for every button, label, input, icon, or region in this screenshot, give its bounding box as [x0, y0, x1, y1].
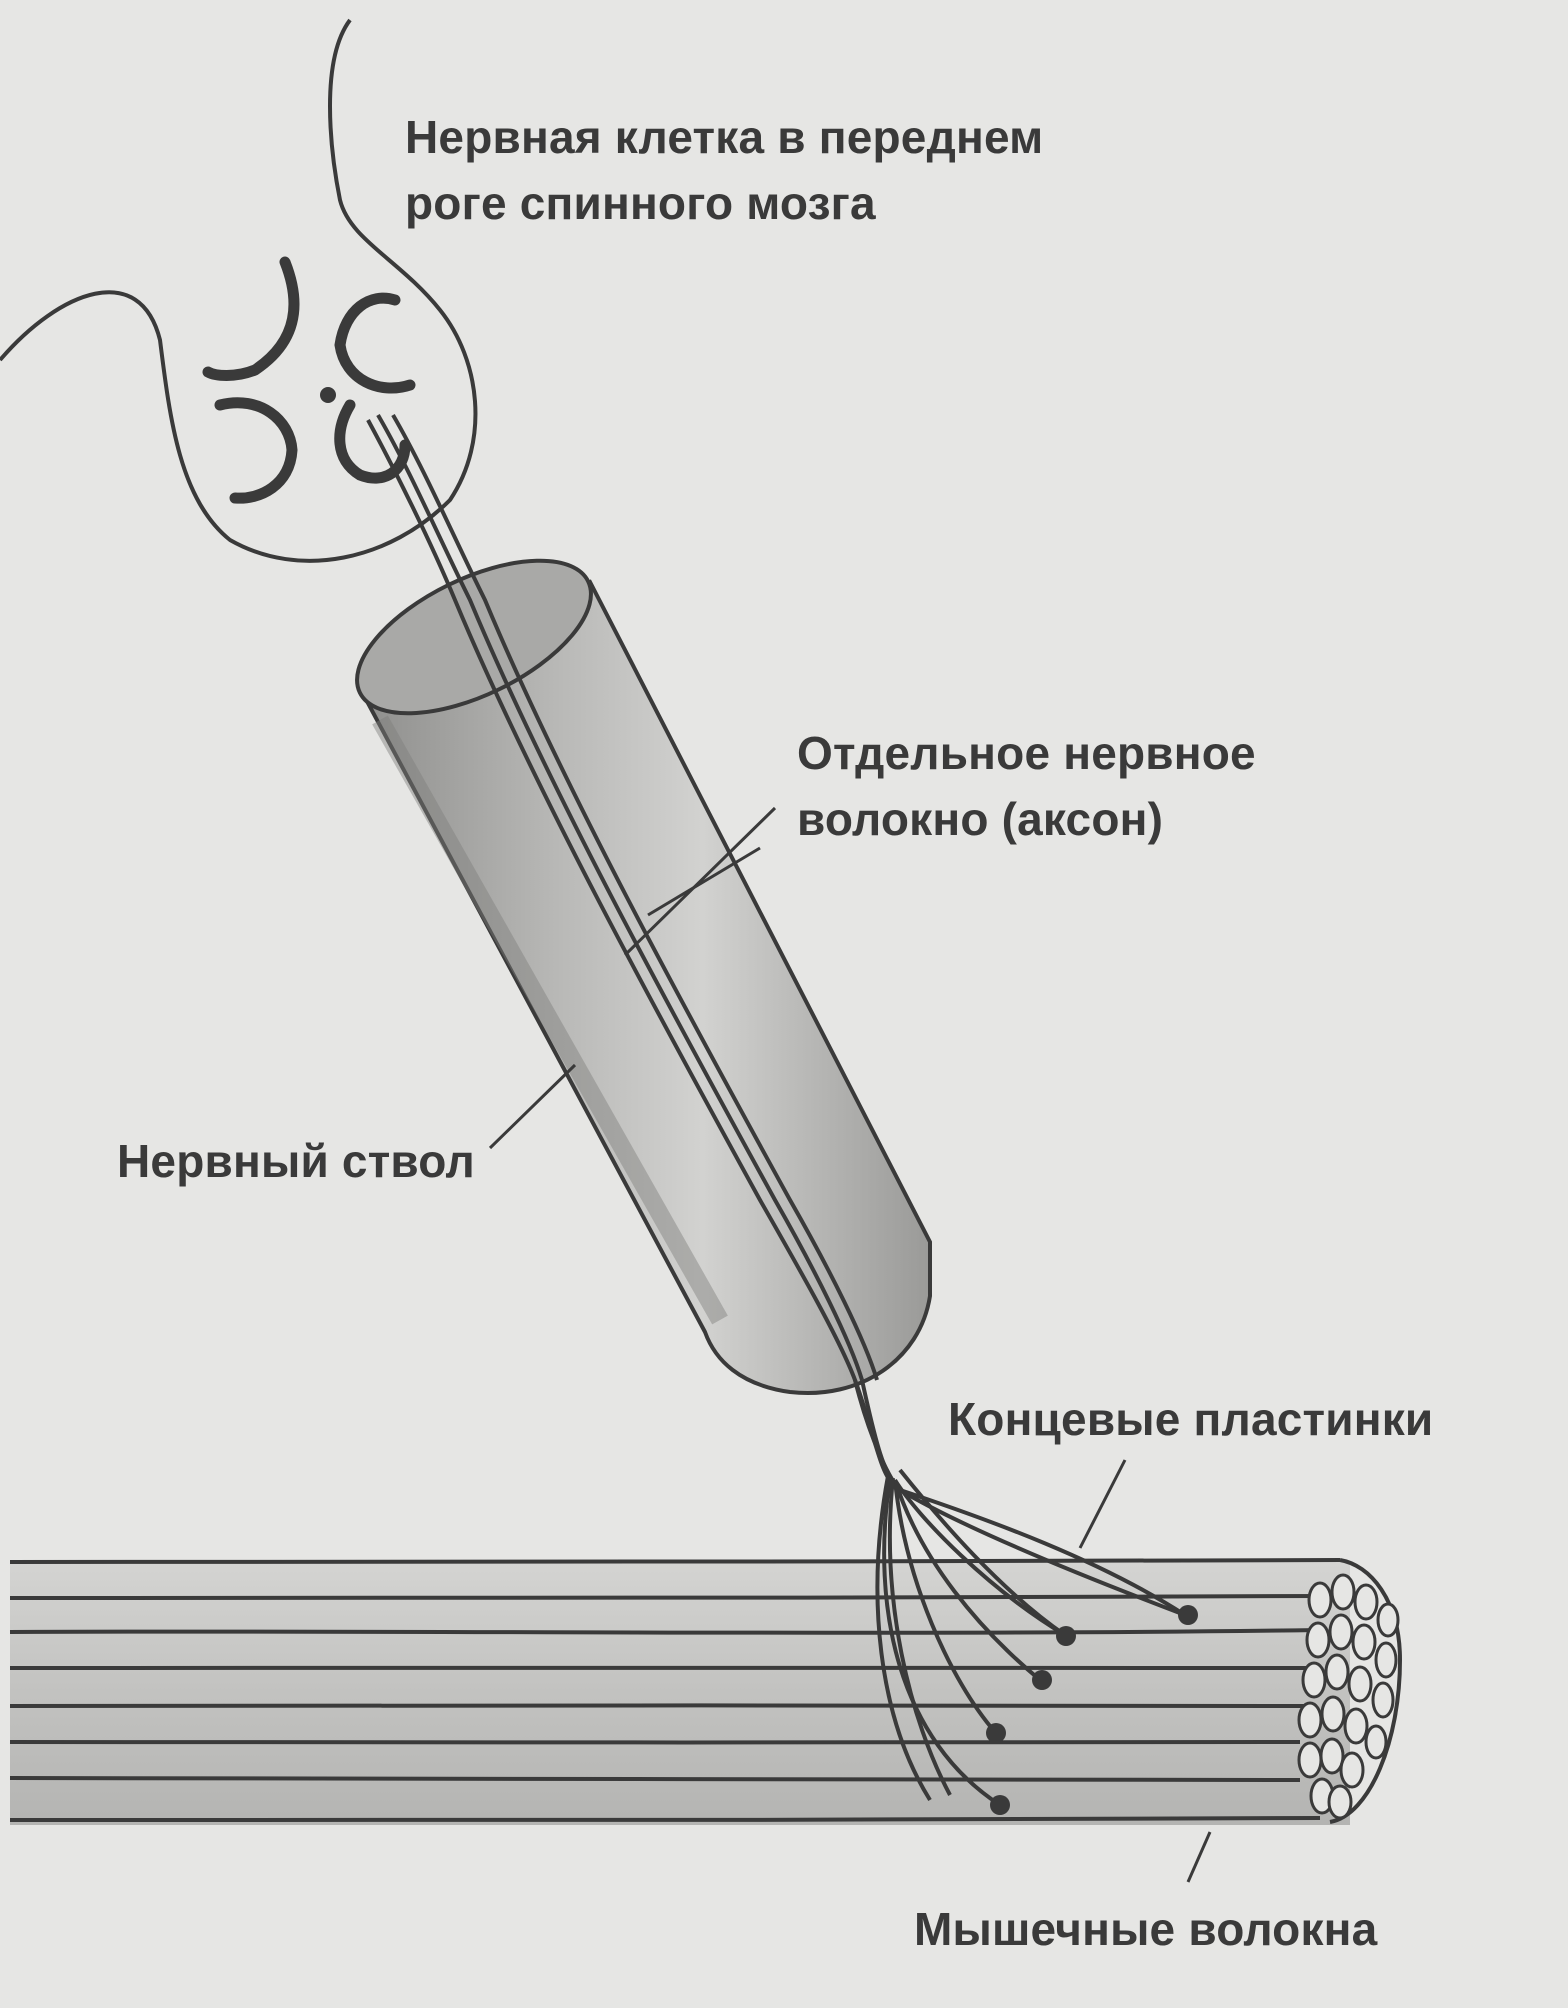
label-single-fiber: Отдельное нервное волокно (аксон) [797, 720, 1256, 852]
label-nerve-cell-line-2: роге спинного мозга [405, 177, 876, 229]
muscle-cross-section [1297, 1573, 1400, 1820]
axon-line-3 [391, 413, 879, 1381]
label-end-plates-text: Концевые пластинки [948, 1393, 1434, 1445]
ending-branch-1 [853, 1379, 1186, 1617]
leader-line-nerve-trunk [488, 1063, 577, 1150]
cell-nucleus [320, 387, 336, 403]
dendrite-arc-4 [334, 399, 411, 484]
leader-line-end-plates [1078, 1459, 1127, 1549]
ending-branch-3 [893, 1478, 1067, 1637]
ending-branch-6 [893, 1479, 997, 1734]
muscle-bundle [9, 1558, 1403, 1825]
ending-branch-8 [875, 1475, 932, 1802]
muscle-fiber-line-3 [9, 1628, 1321, 1635]
ending-branch-2 [860, 1379, 1187, 1617]
label-single-fiber-line-1: Отдельное нервное [797, 727, 1256, 779]
ending-branch-5 [893, 1479, 1042, 1682]
nerve-cell [0, 18, 478, 563]
ending-branch-4 [898, 1468, 1067, 1637]
trunk-seam-line [647, 846, 761, 917]
leader-lines [488, 806, 1212, 1883]
ending-branch-9 [882, 1477, 1002, 1807]
label-nerve-cell-line-1: Нервная клетка в переднем [405, 111, 1044, 163]
leader-line-muscle-fibers [1186, 1831, 1212, 1883]
trunk-edge-shade [372, 715, 728, 1325]
dendrite-arc-2 [334, 292, 416, 394]
axon-line-2 [376, 413, 864, 1381]
label-muscle-fibers-text: Мышечные волокна [914, 1903, 1378, 1955]
nerve-endings [853, 1379, 1187, 1807]
muscle-fiber-line-6 [9, 1739, 1301, 1745]
label-single-fiber-line-2: волокно (аксон) [797, 793, 1164, 845]
dendrite-arc-3 [214, 397, 298, 504]
dendrite-arc-1 [202, 256, 300, 381]
label-nerve-trunk: Нервный ствол [117, 1128, 475, 1194]
muscle-fiber-line-8 [9, 1816, 1321, 1822]
muscle-bundle-end [1329, 1558, 1403, 1824]
leader-line-single-fiber [623, 806, 777, 957]
nerve-cell-outline [0, 18, 478, 563]
end-plate-dot [1178, 1605, 1198, 1625]
muscle-fiber-line-5 [9, 1702, 1306, 1709]
end-plate-dot [990, 1795, 1010, 1815]
label-nerve-trunk-text: Нервный ствол [117, 1135, 475, 1187]
end-plate-dot [1032, 1670, 1052, 1690]
muscle-bundle-body [10, 1562, 1350, 1825]
muscle-fiber-line-7 [9, 1775, 1301, 1783]
ending-branch-7 [887, 1477, 952, 1796]
muscle-fiber-line-1 [9, 1558, 1341, 1564]
label-end-plates: Концевые пластинки [948, 1386, 1433, 1452]
label-nerve-cell: Нервная клетка в переднем роге спинного … [405, 104, 1043, 236]
muscle-fiber-line-4 [9, 1665, 1311, 1671]
end-plate-dot [1056, 1626, 1076, 1646]
end-plate-dots [986, 1605, 1198, 1815]
label-muscle-fibers: Мышечные волокна [914, 1896, 1377, 1962]
end-plate-dot [986, 1723, 1006, 1743]
